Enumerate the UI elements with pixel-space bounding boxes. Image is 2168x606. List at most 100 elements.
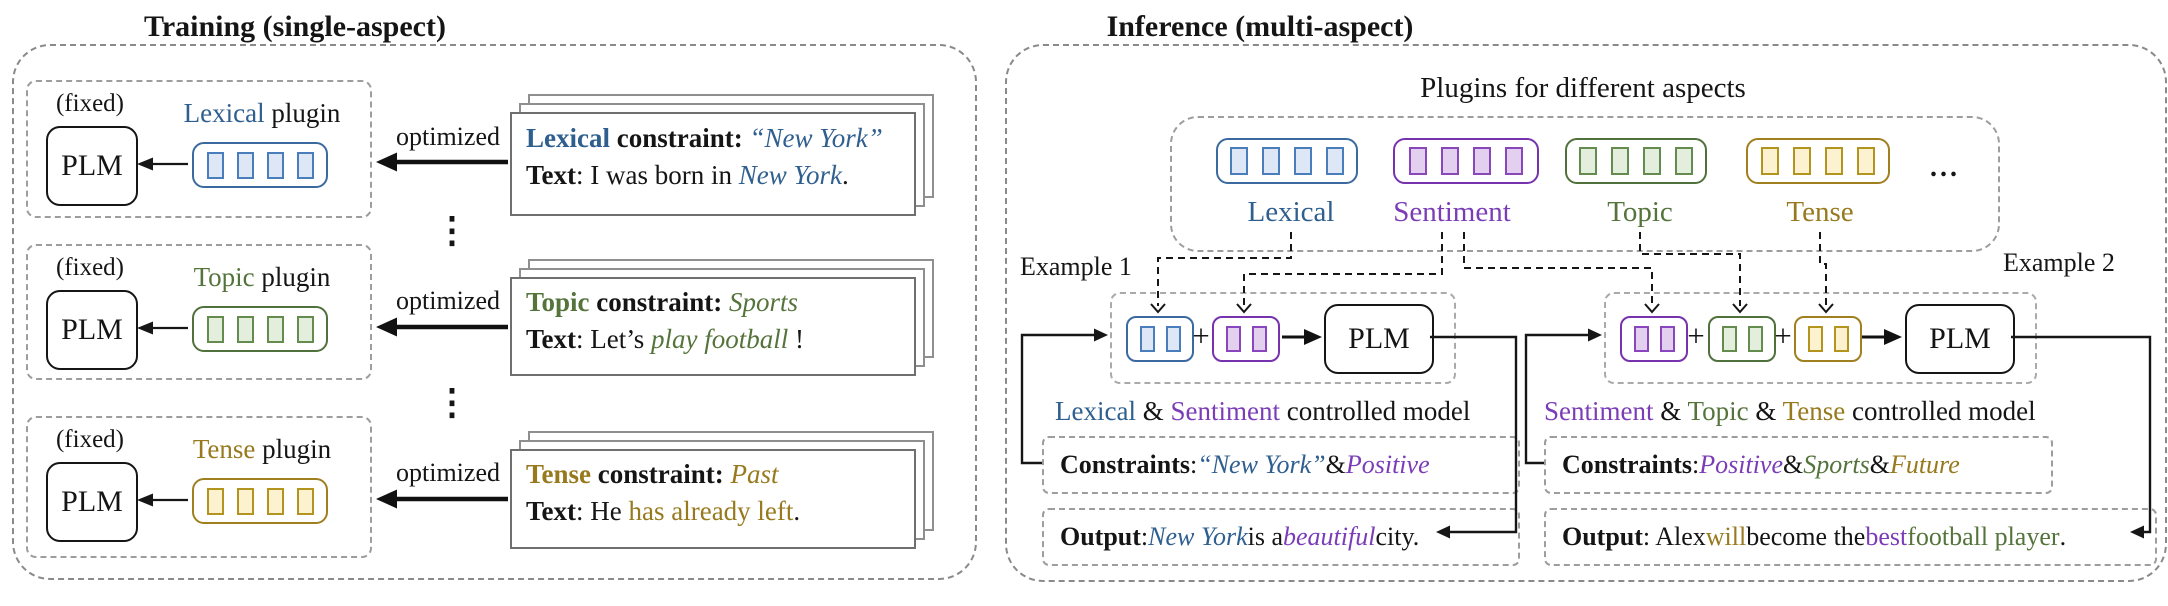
topic-plugin-chip	[192, 306, 328, 352]
vertical-ellipsis: ⋮	[434, 382, 470, 422]
lexical-mini-chip	[1126, 316, 1194, 362]
constraints-box-1: Constraints: “New York” & Positive	[1042, 436, 1520, 494]
topic-prefix-square	[236, 315, 254, 343]
constraints-box-2: Constraints: Positive & Sports & Future	[1544, 436, 2053, 494]
sentiment-plugin-name: Sentiment	[1393, 196, 1511, 228]
example-1-label: Example 1	[1020, 252, 1132, 281]
plm-box: PLM	[46, 126, 138, 206]
controlled-model-label-1: Lexical & Sentiment controlled model	[1055, 396, 1471, 426]
card-constraint-line: Tense constraint: Past	[526, 459, 779, 489]
training-card-lexical	[510, 112, 916, 216]
plm-box: PLM	[46, 462, 138, 542]
lexical-prefix-square	[1139, 326, 1155, 352]
lexical-plugin-name: Lexical	[1247, 196, 1335, 228]
lexical-prefix-square	[206, 151, 224, 179]
fixed-label: (fixed)	[55, 426, 125, 453]
plm-box: PLM	[1905, 304, 2015, 374]
more-plugins-ellipsis: ...	[1930, 152, 1960, 183]
plugins-shelf-box	[1170, 116, 2000, 252]
example-2-label: Example 2	[2003, 248, 2115, 277]
topic-plugin-chip	[1565, 138, 1707, 184]
topic-prefix-square	[296, 315, 314, 343]
tense-prefix-square	[266, 487, 284, 515]
card-constraint-line: Topic constraint: Sports	[526, 287, 799, 317]
plm-box: PLM	[46, 290, 138, 370]
card-text-line: Text: Let’s play football !	[526, 324, 805, 354]
training-row-topic-box	[26, 244, 372, 380]
fixed-label: (fixed)	[55, 90, 125, 117]
sentiment-prefix-square	[1505, 147, 1523, 175]
training-row-tense-box	[26, 416, 372, 558]
tense-prefix-square	[1857, 147, 1875, 175]
tense-plugin-name: Tense	[1786, 196, 1854, 228]
tense-prefix-square	[1833, 326, 1849, 352]
fixed-label: (fixed)	[55, 254, 125, 281]
topic-prefix-square	[266, 315, 284, 343]
plus-sign: +	[1192, 318, 1210, 353]
lexical-prefix-square	[1262, 147, 1280, 175]
tense-plugin-label: Tense plugin	[192, 434, 332, 464]
topic-prefix-square	[1675, 147, 1693, 175]
topic-prefix-square	[1721, 326, 1737, 352]
tense-prefix-square	[1793, 147, 1811, 175]
training-panel-title: Training (single-aspect)	[126, 10, 464, 44]
vertical-ellipsis: ⋮	[434, 210, 470, 250]
plus-sign: +	[1687, 318, 1705, 353]
lexical-plugin-chip	[192, 142, 328, 188]
training-row-lexical-box	[26, 80, 372, 218]
optimized-label: optimized	[396, 122, 500, 151]
sentiment-prefix-square	[1633, 326, 1649, 352]
card-text-line: Text: He has already left.	[526, 496, 801, 526]
tense-prefix-square	[1807, 326, 1823, 352]
optimized-label: optimized	[396, 458, 500, 487]
output-box-1: Output: New York is a beautiful city.	[1042, 508, 1520, 566]
lexical-prefix-square	[1294, 147, 1312, 175]
controlled-model-label-2: Sentiment & Topic & Tense controlled mod…	[1544, 396, 2036, 426]
sentiment-prefix-square	[1473, 147, 1491, 175]
card-text-line: Text: I was born in New York.	[526, 160, 849, 190]
lexical-prefix-square	[266, 151, 284, 179]
sentiment-mini-chip	[1620, 316, 1688, 362]
sentiment-prefix-square	[1225, 326, 1241, 352]
optimized-label: optimized	[396, 286, 500, 315]
training-panel	[12, 44, 977, 580]
lexical-prefix-square	[1230, 147, 1248, 175]
topic-prefix-square	[1747, 326, 1763, 352]
tense-prefix-square	[206, 487, 224, 515]
sentiment-prefix-square	[1441, 147, 1459, 175]
inference-panel	[1005, 44, 2167, 582]
topic-prefix-square	[206, 315, 224, 343]
tense-prefix-square	[236, 487, 254, 515]
lexical-prefix-square	[296, 151, 314, 179]
lexical-plugin-label: Lexical plugin	[183, 98, 341, 128]
sentiment-prefix-square	[1251, 326, 1267, 352]
topic-mini-chip	[1708, 316, 1776, 362]
sentiment-plugin-chip	[1393, 138, 1539, 184]
topic-plugin-name: Topic	[1607, 196, 1673, 228]
output-box-2: Output: Alex will become the best footba…	[1544, 508, 2157, 566]
tense-plugin-chip	[1746, 138, 1890, 184]
topic-plugin-label: Topic plugin	[193, 262, 331, 292]
sentiment-prefix-square	[1409, 147, 1427, 175]
lexical-prefix-square	[1326, 147, 1344, 175]
tense-prefix-square	[1761, 147, 1779, 175]
topic-prefix-square	[1579, 147, 1597, 175]
training-card-tense	[510, 449, 916, 549]
tense-plugin-chip	[192, 478, 328, 524]
lexical-prefix-square	[236, 151, 254, 179]
sentiment-mini-chip	[1212, 316, 1280, 362]
plm-box: PLM	[1324, 304, 1434, 374]
inference-panel-title: Inference (multi-aspect)	[1088, 10, 1432, 44]
sentiment-prefix-square	[1659, 326, 1675, 352]
plugins-heading: Plugins for different aspects	[1420, 72, 1746, 104]
tense-mini-chip	[1794, 316, 1862, 362]
tense-prefix-square	[296, 487, 314, 515]
topic-prefix-square	[1611, 147, 1629, 175]
plus-sign: +	[1774, 318, 1792, 353]
card-constraint-line: Lexical constraint: “New York”	[526, 123, 883, 153]
lexical-plugin-chip	[1216, 138, 1358, 184]
tense-prefix-square	[1825, 147, 1843, 175]
topic-prefix-square	[1643, 147, 1661, 175]
lexical-prefix-square	[1165, 326, 1181, 352]
